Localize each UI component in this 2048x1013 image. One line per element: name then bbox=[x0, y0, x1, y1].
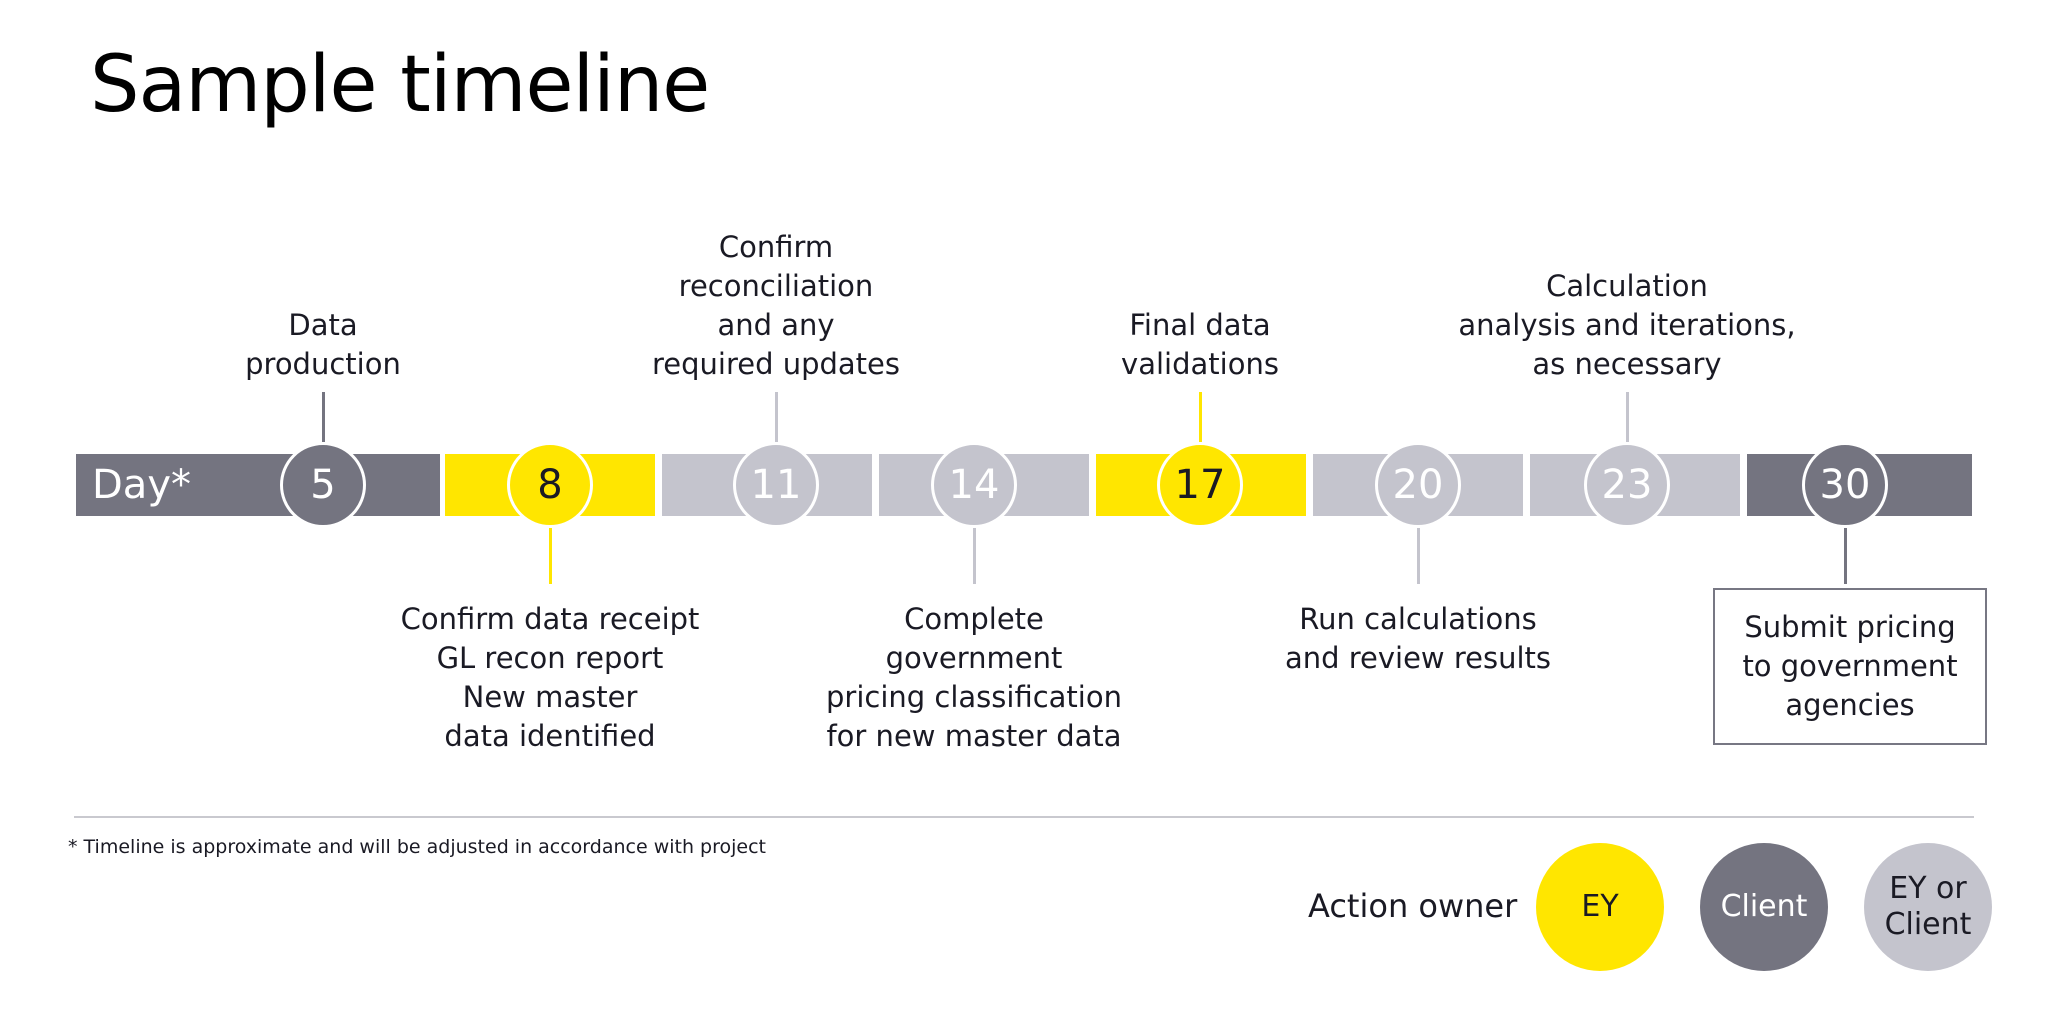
day-marker-11: 11 bbox=[733, 442, 819, 528]
step-label-day-17: Final data validations bbox=[1121, 308, 1279, 381]
step-connector bbox=[322, 392, 325, 442]
day-marker-5: 5 bbox=[280, 442, 366, 528]
step-connector bbox=[1626, 392, 1629, 442]
legend-item-client: Client bbox=[1700, 843, 1828, 971]
step-connector bbox=[549, 528, 552, 584]
day-marker-14: 14 bbox=[931, 442, 1017, 528]
footer-divider bbox=[74, 816, 1974, 818]
page-title: Sample timeline bbox=[90, 40, 710, 130]
step-label-day-14: Complete government pricing classificati… bbox=[826, 602, 1122, 753]
legend-title: Action owner bbox=[1308, 887, 1518, 925]
day-axis-label: Day* bbox=[92, 462, 191, 508]
step-label-day-8: Confirm data receipt GL recon report New… bbox=[400, 602, 700, 753]
footnote: * Timeline is approximate and will be ad… bbox=[68, 836, 766, 858]
step-connector bbox=[1417, 528, 1420, 584]
day-marker-30: 30 bbox=[1802, 442, 1888, 528]
day-marker-20: 20 bbox=[1375, 442, 1461, 528]
step-connector bbox=[775, 392, 778, 442]
step-label-day-5: Data production bbox=[245, 308, 401, 381]
step-label-day-30: Submit pricing to government agencies bbox=[1713, 588, 1987, 745]
day-marker-17: 17 bbox=[1157, 442, 1243, 528]
step-label-day-11: Confirm reconciliation and any required … bbox=[651, 230, 900, 381]
timeline-segment bbox=[76, 454, 440, 516]
step-label-day-20: Run calculations and review results bbox=[1284, 602, 1552, 675]
step-connector bbox=[1199, 392, 1202, 442]
step-connector bbox=[1844, 528, 1847, 584]
step-connector bbox=[973, 528, 976, 584]
day-marker-23: 23 bbox=[1584, 442, 1670, 528]
legend-item-either: EY or Client bbox=[1864, 843, 1992, 971]
legend-item-ey: EY bbox=[1536, 843, 1664, 971]
day-marker-8: 8 bbox=[507, 442, 593, 528]
step-label-day-23: Calculation analysis and iterations, as … bbox=[1458, 269, 1796, 381]
